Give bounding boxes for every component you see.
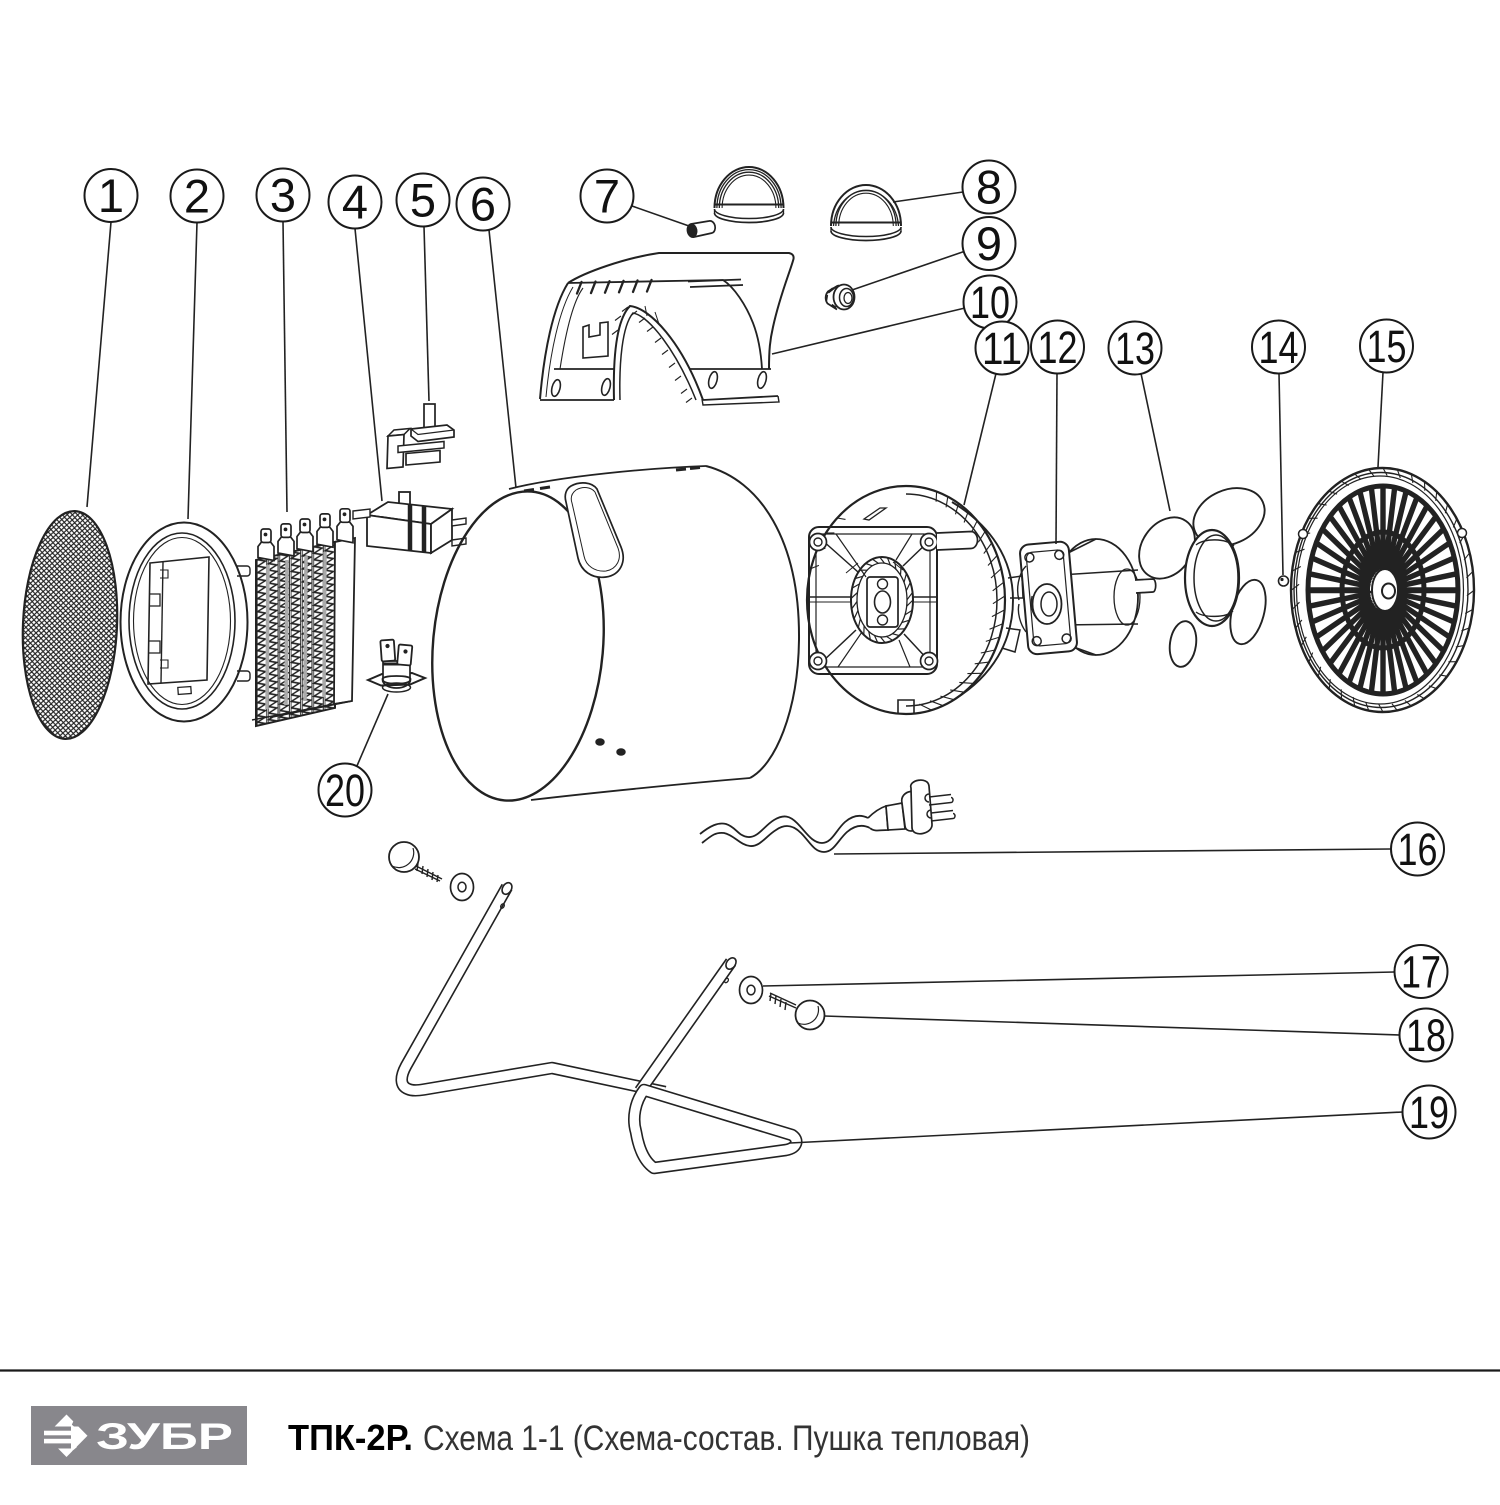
svg-text:11: 11: [982, 323, 1022, 374]
svg-text:10: 10: [970, 277, 1010, 328]
svg-text:3: 3: [270, 169, 296, 222]
svg-text:17: 17: [1401, 947, 1441, 998]
svg-text:14: 14: [1259, 322, 1299, 373]
svg-text:12: 12: [1038, 322, 1078, 373]
svg-text:19: 19: [1409, 1087, 1449, 1138]
svg-text:15: 15: [1367, 321, 1407, 372]
svg-text:4: 4: [342, 176, 368, 229]
svg-text:9: 9: [976, 217, 1002, 270]
svg-text:7: 7: [594, 170, 620, 223]
svg-text:6: 6: [470, 178, 496, 231]
svg-text:ЗУБР: ЗУБР: [96, 1416, 233, 1457]
svg-text:18: 18: [1406, 1010, 1446, 1061]
svg-text:ТПК-2Р.Схема 1-1 (Схема-состав: ТПК-2Р.Схема 1-1 (Схема-состав. Пушка те…: [288, 1417, 1030, 1458]
svg-text:16: 16: [1398, 824, 1438, 875]
svg-text:2: 2: [184, 170, 210, 223]
svg-text:5: 5: [410, 174, 436, 227]
svg-text:8: 8: [976, 161, 1002, 214]
svg-text:20: 20: [325, 765, 365, 816]
svg-text:1: 1: [98, 169, 124, 222]
svg-text:13: 13: [1115, 323, 1155, 374]
